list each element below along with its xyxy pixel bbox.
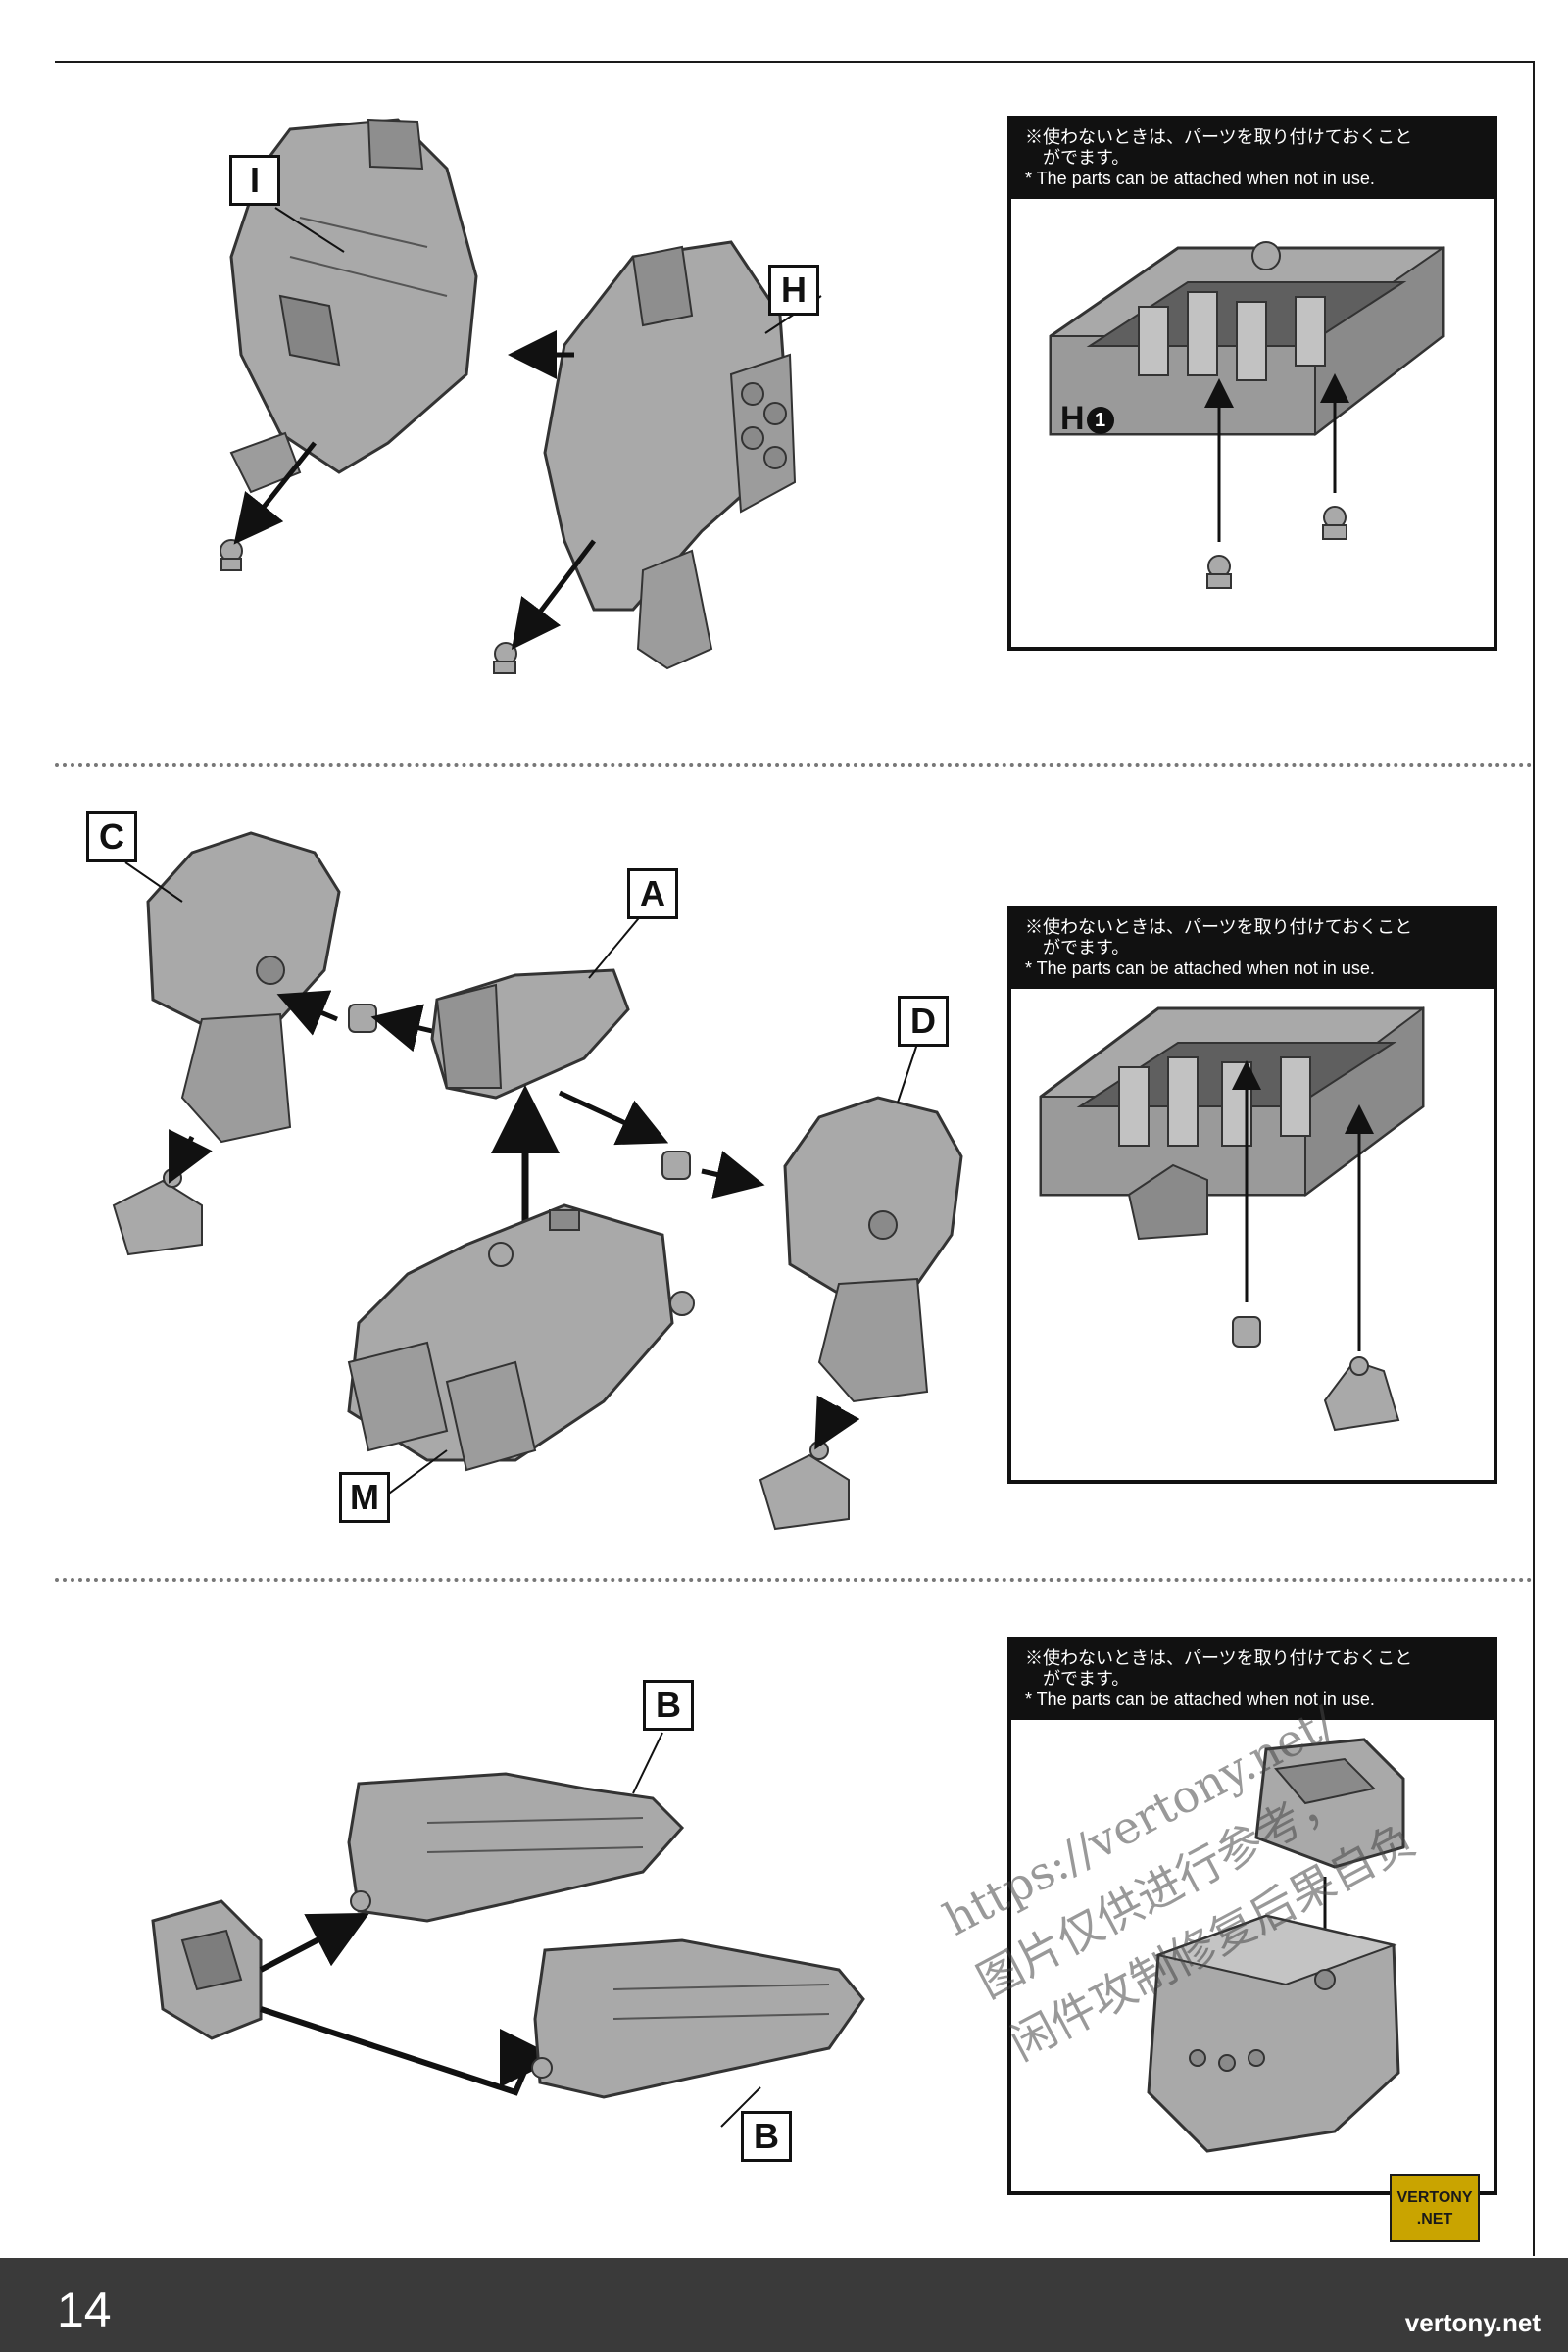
arrow-connector-to-b-bottom	[260, 2006, 559, 2096]
label-a: A	[627, 868, 678, 919]
arrow-a-to-d-2	[701, 1151, 765, 1199]
part-ref-letter: H	[1060, 400, 1085, 437]
step-1: I H ※使わないときは、パーツを取り付けておくこと がでます。 * The p…	[55, 61, 1533, 752]
arrow-connector-to-b-top	[259, 1912, 370, 1973]
arrow-c-pin	[169, 1128, 213, 1184]
footer-bar: vertony.net	[0, 2258, 1568, 2352]
note-header-2: ※使わないときは、パーツを取り付けておくこと がでます。 * The parts…	[1011, 909, 1494, 989]
note-body-3	[1011, 1720, 1494, 2194]
step-2: C A D M ※使わないときは、パーツを取り付けておくこと がでます。 * T…	[55, 774, 1533, 1568]
arrow-a-to-c-2	[370, 1004, 433, 1053]
leader-i	[274, 207, 345, 253]
label-c: C	[86, 811, 137, 862]
label-b-top: B	[643, 1680, 694, 1731]
leader-b-bottom	[720, 2086, 761, 2128]
arrow-pin-h	[511, 539, 596, 650]
footer-site: vertony.net	[1404, 2308, 1541, 2337]
part-d-shape	[759, 1096, 963, 1531]
step-2-illustration	[112, 831, 963, 1531]
note-en: * The parts can be attached when not in …	[1025, 958, 1375, 978]
label-m: M	[339, 1472, 390, 1523]
leader-b-top	[632, 1732, 663, 1794]
label-b-bottom: B	[741, 2111, 792, 2162]
note-panel-2: ※使わないときは、パーツを取り付けておくこと がでます。 * The parts…	[1007, 906, 1497, 1484]
leader-c	[124, 861, 183, 903]
note-2-illustration	[1039, 1006, 1425, 1432]
arrow-pin-i	[233, 441, 317, 545]
part-a-shape	[430, 968, 630, 1100]
label-i: I	[229, 155, 280, 206]
note-jp-line2: がでます。	[1025, 148, 1130, 168]
page-frame	[55, 61, 1535, 2256]
part-c-shape	[112, 831, 341, 1256]
step-3: B B ※使わないときは、パーツを取り付けておくこと がでます。 * The p…	[55, 1588, 1533, 2254]
joint-ca	[348, 1004, 377, 1033]
note-en: * The parts can be attached when not in …	[1025, 1690, 1375, 1709]
note-1-illustration	[1049, 241, 1445, 589]
leader-d	[897, 1043, 918, 1103]
part-b-bottom-shape	[531, 1938, 865, 2099]
leader-a	[588, 912, 644, 979]
note-panel-1: ※使わないときは、パーツを取り付けておくこと がでます。 * The parts…	[1007, 116, 1497, 651]
part-i-shape	[220, 118, 478, 571]
note-3-illustration	[1147, 1738, 1405, 2153]
vertony-badge: VERTONY .NET	[1390, 2174, 1480, 2242]
note-jp-line1: ※使わないときは、パーツを取り付けておくこと	[1025, 917, 1413, 937]
note-header-1: ※使わないときは、パーツを取り付けておくこと がでます。 * The parts…	[1011, 120, 1494, 199]
step-3-illustration	[151, 1732, 865, 2128]
label-h: H	[768, 265, 819, 316]
connector-part-shape	[151, 1899, 263, 2040]
joint-ad	[662, 1151, 691, 1180]
part-ref-number: 1	[1086, 407, 1114, 435]
divider-2	[55, 1578, 1533, 1582]
badge-line1: VERTONY	[1396, 2189, 1473, 2206]
page-number: 14	[57, 2282, 112, 2337]
arrow-a-to-d-1	[558, 1090, 669, 1146]
step-1-illustration	[220, 118, 822, 674]
note-jp-line2: がでます。	[1025, 1669, 1130, 1689]
divider-1	[55, 763, 1533, 767]
arrow-a-to-c-1	[276, 990, 338, 1036]
note-jp-line2: がでます。	[1025, 938, 1130, 957]
note-jp-line1: ※使わないときは、パーツを取り付けておくこと	[1025, 1648, 1413, 1668]
part-h-shape	[493, 240, 797, 674]
note-jp-line1: ※使わないときは、パーツを取り付けておくこと	[1025, 127, 1413, 147]
part-m-shape	[347, 1203, 695, 1472]
note-header-3: ※使わないときは、パーツを取り付けておくこと がでます。 * The parts…	[1011, 1641, 1494, 1720]
arrow-d-pin	[814, 1395, 860, 1450]
note-en: * The parts can be attached when not in …	[1025, 169, 1375, 188]
label-d: D	[898, 996, 949, 1047]
badge-line2: .NET	[1416, 2211, 1453, 2228]
note-panel-3: ※使わないときは、パーツを取り付けておくこと がでます。 * The parts…	[1007, 1637, 1497, 2195]
note-body-2	[1011, 989, 1494, 1483]
part-b-top-shape	[347, 1772, 685, 1923]
